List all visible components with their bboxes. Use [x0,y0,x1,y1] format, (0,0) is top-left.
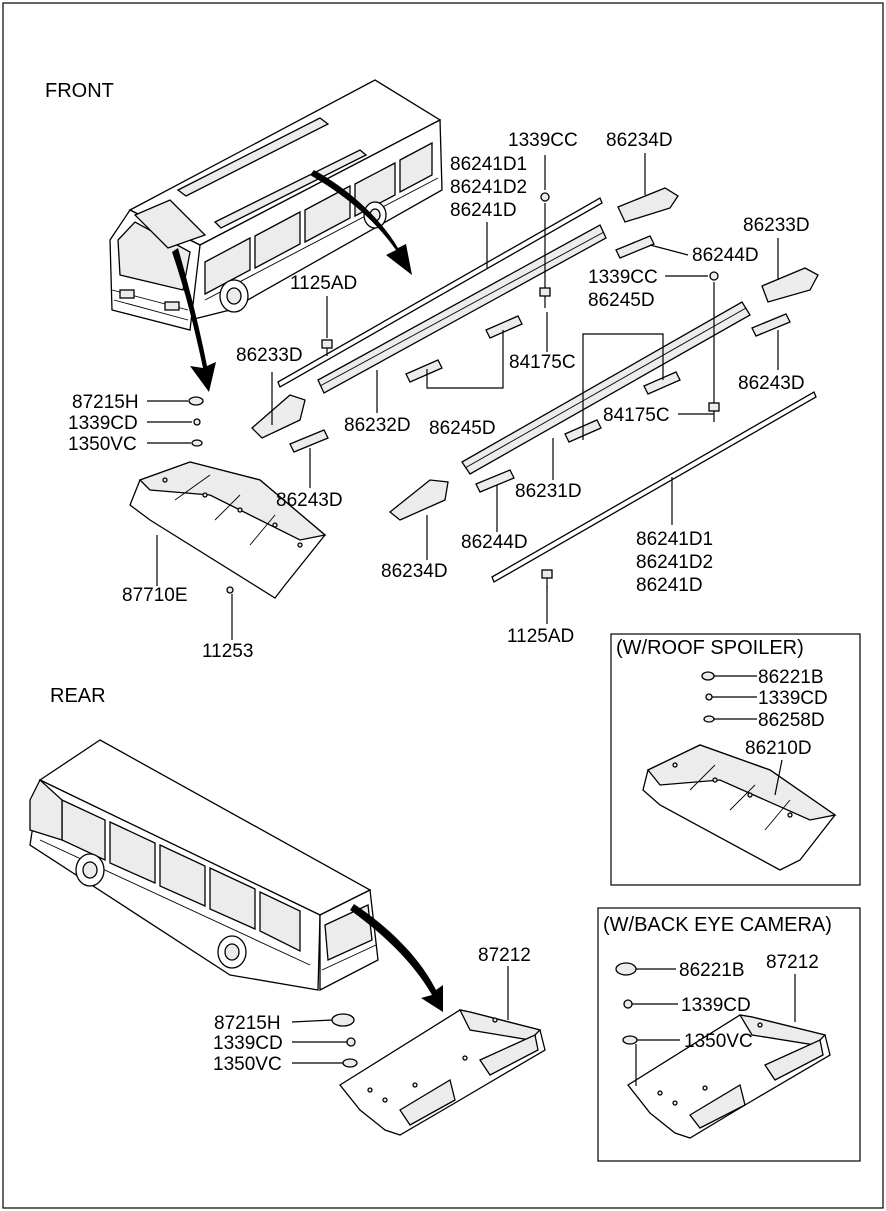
label-86231d: 86231D [515,481,582,502]
screw-84175c-left [539,203,551,308]
label-86221b-spoiler: 86221B [758,667,824,688]
label-1339cd-camera: 1339CD [681,995,751,1016]
label-86245d-bottom: 86245D [429,418,496,439]
bolt-1125ad-top [321,339,333,356]
section-rear-title: REAR [50,685,106,707]
end-cap-86233d-right [761,267,819,303]
label-86244d-top: 86244D [692,245,759,266]
label-86241d-top: 86241D [450,200,517,221]
roof-rail-upper [317,224,607,394]
nut-1339cd-rear [346,1037,356,1047]
label-86243d-right: 86243D [738,373,805,394]
clip-86245d-2 [405,359,443,383]
label-86243d-left: 86243D [276,490,343,511]
roof-rail-lower [461,301,751,475]
label-86241d-bottom: 86241D [636,575,703,596]
clip-86244d-top [615,235,655,259]
section-roof-spoiler-title: (W/ROOF SPOILER) [616,637,804,659]
label-1339cc-mid: 1339CC [588,267,658,288]
label-1339cd-front: 1339CD [68,413,138,434]
label-1339cd-spoiler: 1339CD [758,688,828,709]
label-86241d1-bottom: 86241D1 [636,529,713,550]
rear-bus-illustration [29,739,379,992]
label-86245d-top: 86245D [588,290,655,311]
washer-1350vc-front [191,439,203,447]
label-1350vc-camera: 1350VC [684,1031,753,1052]
label-87710e: 87710E [122,585,188,606]
label-86233d-left: 86233D [236,345,303,366]
label-86241d2-top: 86241D2 [450,177,527,198]
washer-86258d [703,715,715,723]
nut-1339cd-camera [623,999,633,1009]
nut-1339cd-front [193,418,201,426]
section-back-eye-camera-title: (W/BACK EYE CAMERA) [603,914,832,936]
roof-spoiler-86210d [642,744,837,871]
label-86232d: 86232D [344,415,411,436]
clip-86243d-left [289,429,329,453]
bolt-1125ad-bottom [541,569,553,588]
label-87215h-front: 87215H [72,392,139,413]
cap-86221b-camera [615,962,637,976]
roof-spoiler-box [610,633,861,886]
clip-86243d-right [751,313,791,337]
leader-lines [147,153,796,1086]
nut-1339cd-spoiler [705,693,713,701]
roof-rail-lower-moulding [491,391,817,583]
label-86241d2-bottom: 86241D2 [636,552,713,573]
back-eye-camera-box [597,907,861,1162]
cap-87215h-rear [331,1013,355,1027]
label-84175c-left: 84175C [509,352,576,373]
clip-86245d-1 [485,315,523,339]
label-1125ad-top: 1125AD [290,273,357,294]
label-86234d-top: 86234D [606,130,673,151]
label-86233d-right: 86233D [743,215,810,236]
end-cap-86234d-bottom [388,479,449,521]
label-86244d-bottom: 86244D [461,532,528,553]
end-cap-86234d-top [617,187,679,223]
front-spoiler-87710e [129,461,327,599]
end-cap-86233d-left [251,394,306,439]
label-87215h-rear: 87215H [214,1013,281,1034]
washer-1350vc-rear [342,1058,358,1068]
bolt-1339cc-mid [709,271,719,281]
label-84175c-right: 84175C [603,405,670,426]
label-1125ad-bottom: 1125AD [507,626,574,647]
label-86210d: 86210D [745,738,812,759]
label-86234d-bottom: 86234D [381,561,448,582]
rear-spoiler-87212 [339,1009,546,1136]
label-87212-rear: 87212 [478,945,531,966]
washer-1350vc-camera [622,1035,638,1045]
cap-87215h-front [188,396,204,406]
label-86221b-camera: 86221B [679,960,745,981]
front-rail-arrow [310,170,412,275]
label-1350vc-front: 1350VC [68,434,137,455]
label-11253: 11253 [202,641,253,662]
rear-spoiler-arrow [350,904,443,1012]
clip-86245d-3 [643,371,681,395]
label-86258d: 86258D [758,710,825,731]
clip-86244d-bottom [475,469,515,493]
label-1339cc-top: 1339CC [508,130,578,151]
screw-84175c-right [708,282,720,422]
front-bus-illustration [109,79,443,331]
label-1350vc-rear: 1350VC [213,1054,282,1075]
camera-spoiler-87212 [627,1014,831,1139]
section-front-title: FRONT [45,80,114,102]
label-1339cd-rear: 1339CD [213,1033,283,1054]
label-86241d1-top: 86241D1 [450,154,527,175]
label-87212-camera: 87212 [766,952,819,973]
cap-86221b-spoiler [701,671,715,681]
bolt-1339cc-top [540,192,550,202]
front-spoiler-arrow [172,248,216,392]
roof-rail-upper-moulding [277,197,603,388]
